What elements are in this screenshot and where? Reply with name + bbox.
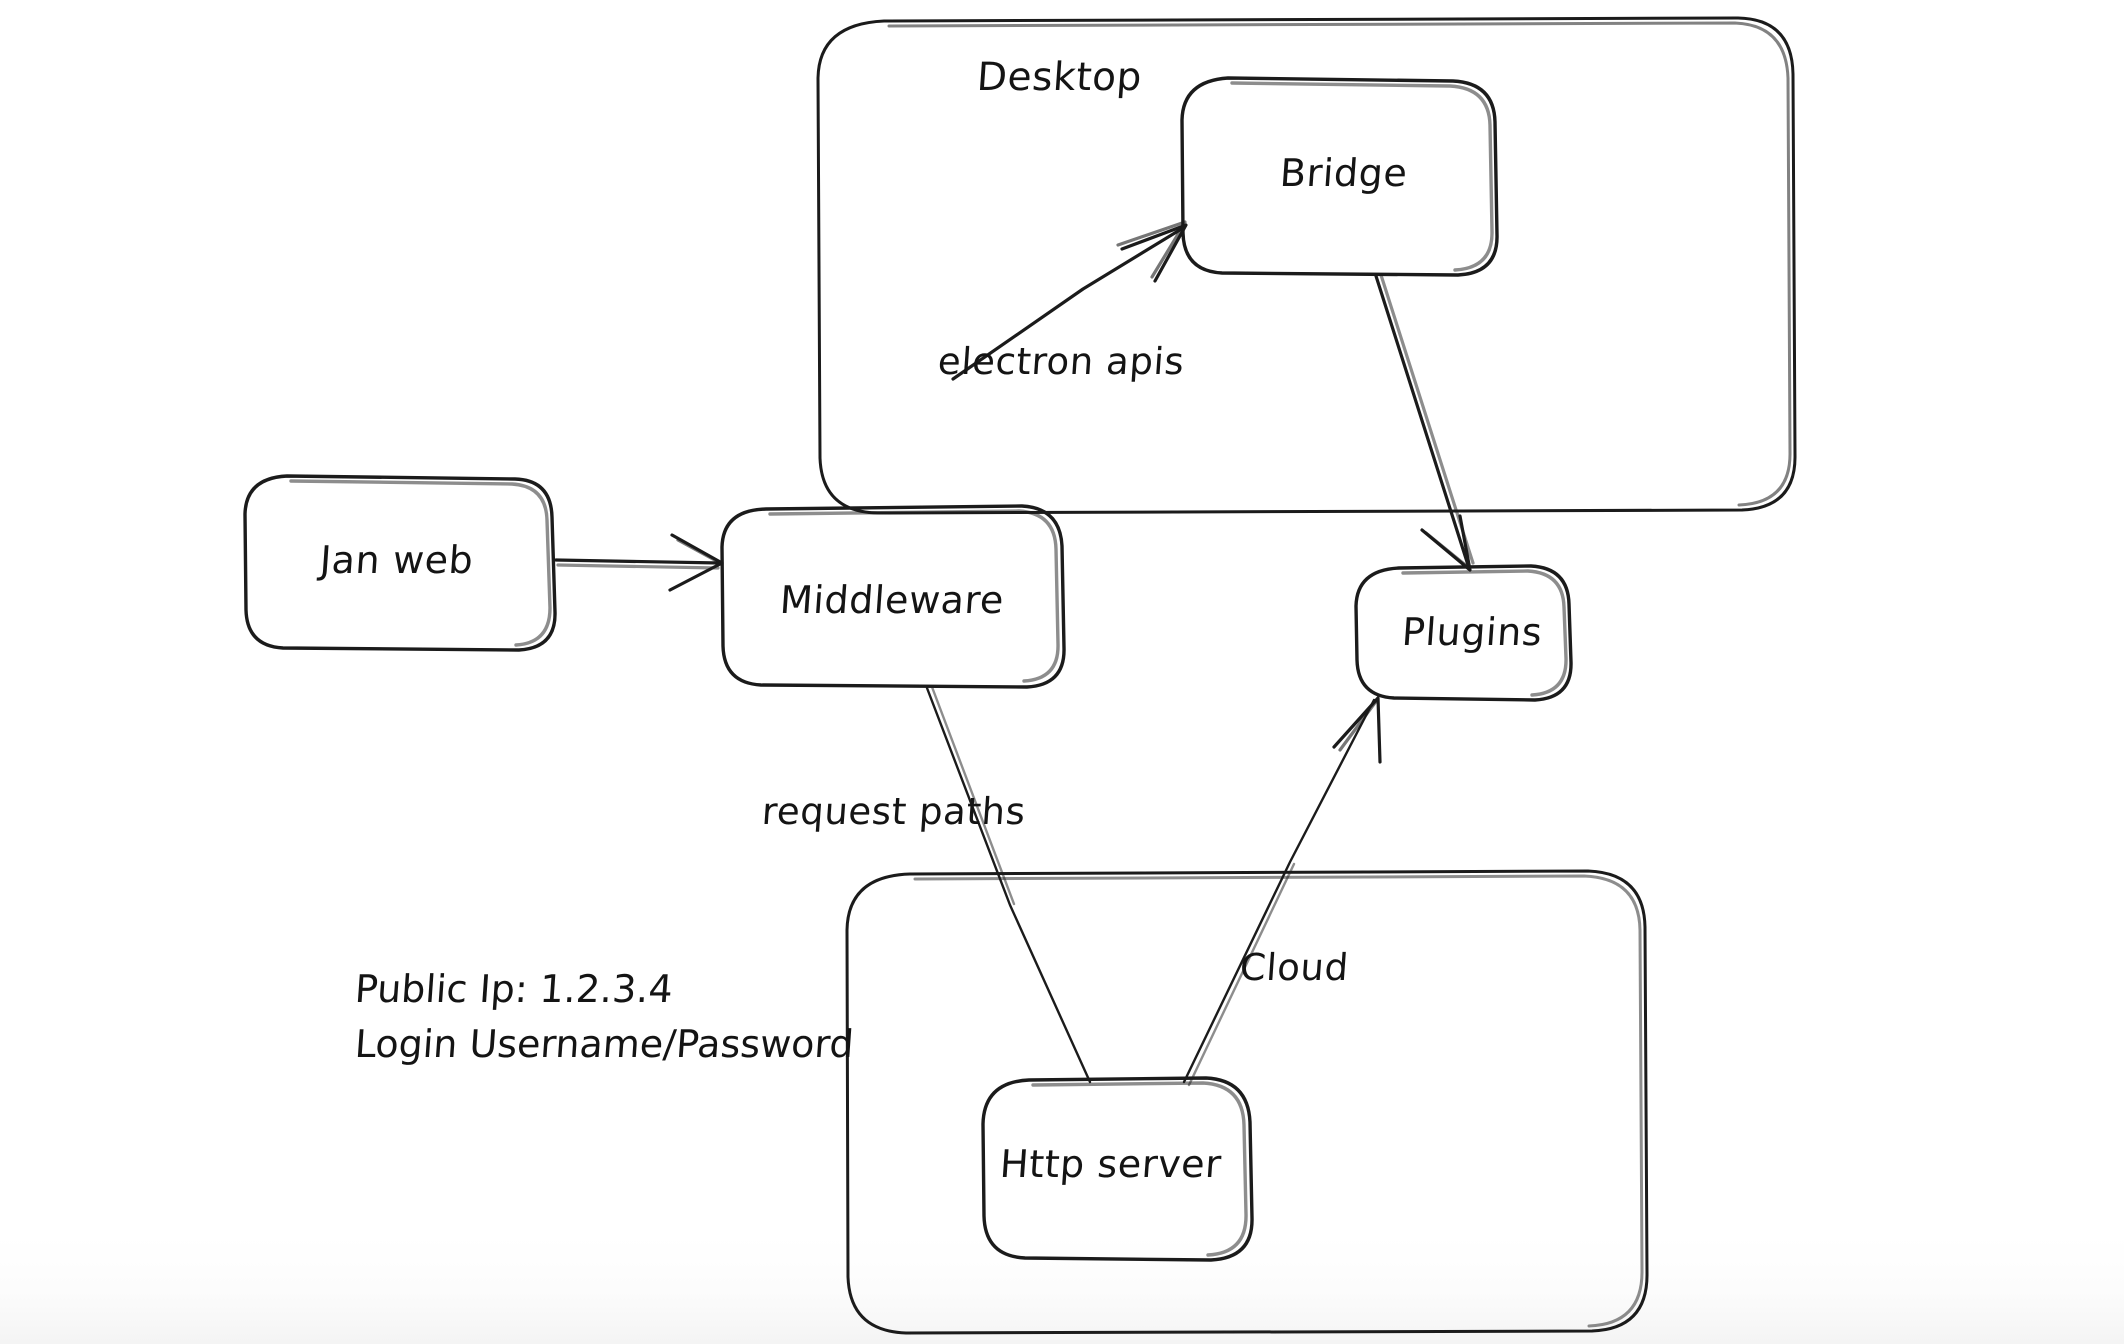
node-jan-web-outline [243, 474, 557, 652]
edge-middleware-to-http-server [925, 685, 1092, 1084]
edge-label-electron-apis: electron apis [936, 340, 1186, 383]
node-middleware-outline [720, 504, 1066, 689]
edge-label-request-paths: request paths [760, 790, 1028, 833]
node-label-http-server[interactable]: Http server [998, 1142, 1224, 1186]
node-bridge-outline [1180, 76, 1499, 277]
node-label-jan-web[interactable]: Jan web [318, 538, 475, 582]
group-desktop-outline [816, 16, 1797, 515]
node-plugins-outline [1354, 564, 1573, 702]
group-label-desktop: Desktop [975, 55, 1144, 100]
edge-middleware-to-bridge [951, 220, 1188, 381]
node-label-plugins[interactable]: Plugins [1400, 610, 1544, 654]
edge-label-cloud: Cloud [1238, 946, 1351, 989]
group-cloud-outline [845, 869, 1649, 1335]
note-public-ip: Public Ip: 1.2.3.4 [353, 967, 675, 1011]
node-label-middleware[interactable]: Middleware [778, 578, 1006, 622]
note-login: Login Username/Password [353, 1022, 856, 1066]
edge-bridge-to-plugins [1374, 273, 1475, 572]
edge-http-server-to-plugins [1182, 696, 1382, 1087]
edge-jan-web-to-middleware [554, 533, 724, 592]
node-http-server-outline [981, 1076, 1254, 1262]
node-label-bridge[interactable]: Bridge [1278, 151, 1410, 195]
